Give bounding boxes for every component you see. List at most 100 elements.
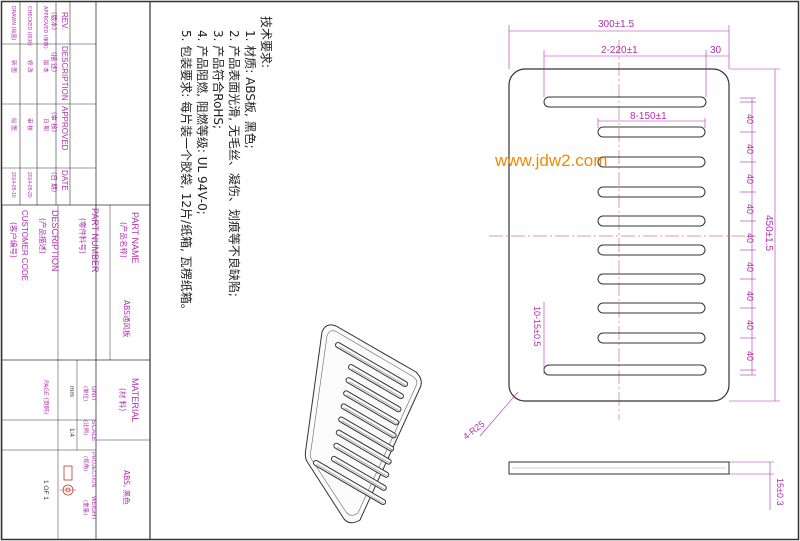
- title-block: REV. (版本) DESCRIPTION (描 述) APPROVED (审 …: [1, 2, 151, 539]
- technical-notes: 技术要求: 1. 材质: ABS板, 黑色; 2. 产品表面光滑, 无毛丝、凝伤…: [179, 16, 273, 316]
- iso-slot: [333, 442, 390, 478]
- dim-pitch-2: 40: [745, 144, 755, 154]
- iso-slots: [313, 342, 409, 505]
- iso-slot: [343, 390, 400, 426]
- material-label: MATERIAL: [130, 378, 140, 422]
- page-value: 1 OF 1: [42, 480, 49, 500]
- date-label: DATE: [60, 170, 69, 191]
- unit-cn: (单位): [82, 386, 90, 401]
- iso-slot: [313, 460, 387, 505]
- scale-label: SCALE: [90, 420, 97, 442]
- date-value-0: 2014-05-10: [10, 172, 16, 198]
- row-label-0: DRAWN (绘图): [10, 6, 17, 40]
- row-approved-0: 绘 图: [10, 118, 18, 131]
- front-view: 300±1.5 2-220±1 30 8-150±1 450±1.5 10-15…: [461, 19, 785, 510]
- date-cn: (日 期): [50, 172, 58, 192]
- description2-label: DESCRIPTION: [50, 210, 60, 272]
- isometric-view: [304, 324, 422, 524]
- row-approved-2: 日 期: [42, 118, 49, 131]
- front-slot: [597, 126, 706, 138]
- dim-overall-width: 300±1.5: [598, 19, 635, 30]
- iso-slot: [330, 455, 387, 491]
- weight-label: WEIGHT: [90, 496, 96, 520]
- row-desc-1: 修 改: [26, 60, 34, 73]
- dim-short-slot: 8-150±1: [630, 111, 667, 122]
- rev-label: REV.: [60, 12, 69, 30]
- iso-slot: [340, 403, 397, 439]
- description-label: DESCRIPTION: [60, 46, 69, 101]
- side-view-outline: [508, 461, 730, 475]
- material-value: ABS, 黑色: [122, 470, 132, 505]
- projection-cn: (视角): [82, 456, 90, 471]
- iso-slot: [348, 364, 404, 400]
- date-value-1: 2014-05-20: [26, 172, 32, 198]
- row-approved-1: 审 核: [26, 118, 34, 131]
- approved-label: APPROVED: [60, 106, 69, 151]
- notes-line-1: 1. 材质: ABS板, 黑色;: [243, 30, 257, 149]
- part-name-label: PART NAME: [130, 212, 140, 264]
- notes-line-3: 3. 产品符合RoHS;: [211, 30, 226, 129]
- unit-label: UNIT: [90, 386, 97, 401]
- projection-symbol-icon: [60, 465, 76, 496]
- pitch-ticks: [740, 101, 756, 371]
- part-name-value: ABS通风板: [122, 300, 132, 338]
- front-slot: [597, 186, 706, 198]
- row-label-1: CHECKED (校对): [26, 6, 33, 46]
- scale-cn: (比例): [82, 420, 90, 435]
- front-slot: [543, 364, 707, 376]
- iso-slot: [345, 377, 402, 413]
- customer-code-label: CUSTOMER CODE: [20, 210, 29, 281]
- front-slot: [597, 215, 706, 227]
- dim-corner-radius: 4-R25: [461, 419, 486, 442]
- notes-heading: 技术要求:: [259, 16, 273, 68]
- unit-value: mm: [68, 386, 75, 397]
- front-slot: [543, 96, 707, 108]
- front-slot: [597, 156, 706, 168]
- notes-line-5: 5. 包装要求: 每片装一个胶袋, 12片/纸箱, 瓦楞纸箱。: [179, 30, 194, 316]
- notes-line-2: 2. 产品表面光滑, 无毛丝、凝伤、划痕等不良缺陷;: [227, 30, 242, 297]
- dim-overall-height: 450±1.5: [763, 215, 774, 252]
- front-slot: [597, 302, 706, 314]
- iso-slot: [335, 429, 392, 465]
- dim-slot-width: 10-15±0.5: [532, 306, 542, 346]
- dim-pitch-3: 40: [745, 174, 755, 184]
- part-number-label: PART NUMBER: [90, 208, 100, 273]
- description-cn: (描 述): [50, 52, 59, 72]
- iso-slot: [335, 342, 409, 387]
- part-number-cn: (零件料号): [78, 218, 88, 254]
- rev-cn: (版本): [50, 12, 59, 30]
- dim-thickness: 15±0.3: [775, 478, 785, 505]
- dim-pitch-1: 40: [745, 114, 755, 124]
- pitch-labels: 40 40 40 40 40 40 40 40 40: [745, 114, 755, 361]
- notes-line-4: 4. 产品阻燃, 阻燃等级: UL 94V-0;: [195, 30, 210, 215]
- dim-pitch-8: 40: [745, 320, 755, 330]
- projection-label: PROJECTION: [90, 452, 96, 487]
- dim-edge-offset: 30: [710, 45, 722, 56]
- row-label-2: APPROVED (审核): [42, 6, 49, 49]
- dim-pitch-6: 40: [745, 262, 755, 272]
- customer-code-cn: (客户编号): [9, 222, 19, 258]
- front-slot: [597, 273, 706, 285]
- front-slots: [543, 96, 707, 376]
- dim-pitch-5: 40: [745, 233, 755, 243]
- description2-cn: (产品描述): [38, 218, 48, 254]
- side-view: [508, 461, 730, 475]
- dim-pitch-4: 40: [745, 204, 755, 214]
- part-name-cn: (产品名称): [119, 222, 129, 258]
- approved-cn: (审 核): [50, 112, 59, 132]
- dim-pitch-7: 40: [745, 291, 755, 301]
- row-desc-0: 新 图: [10, 60, 18, 73]
- page-label: PAGE (页码): [42, 380, 50, 414]
- iso-slot: [338, 416, 395, 452]
- row-desc-2: 版 本: [42, 60, 50, 73]
- plate-outline: [508, 68, 730, 402]
- material-cn: (材 料): [118, 388, 128, 411]
- dim-long-slot: 2-220±1: [601, 45, 638, 56]
- front-slot: [597, 244, 706, 256]
- dim-pitch-9: 40: [745, 351, 755, 361]
- watermark: www.jdw2.com: [494, 151, 607, 170]
- scale-value: 1:4: [68, 428, 75, 437]
- front-slot: [597, 332, 706, 344]
